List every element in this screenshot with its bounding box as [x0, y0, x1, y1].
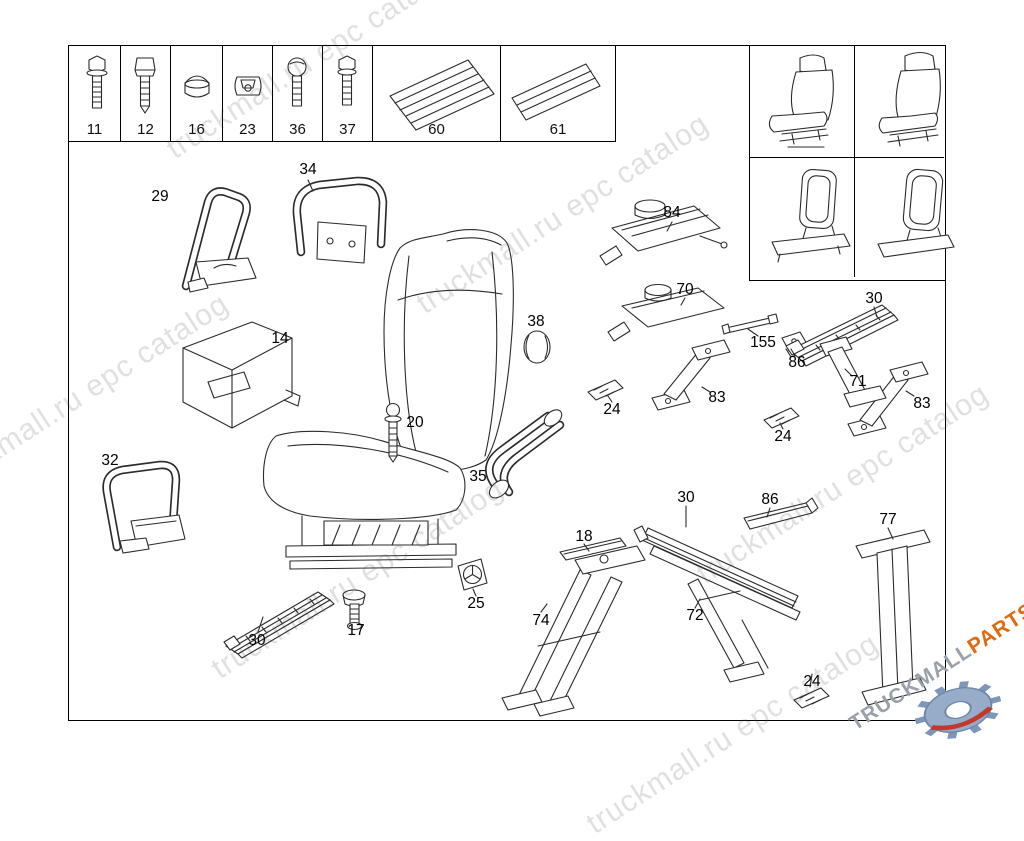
adjuster-70: [607, 283, 725, 342]
spring-clip-nut-icon: [234, 76, 262, 96]
part-callout-72: 72: [686, 607, 704, 624]
part-callout-24-middle: 24: [774, 428, 792, 445]
driver-seat-drawing: [262, 229, 514, 570]
cap-plug-icon: [184, 75, 210, 98]
part-number-label: 16: [188, 121, 205, 138]
part-callout-30-center: 30: [677, 489, 695, 506]
support-leg-71: [819, 336, 887, 408]
support-leg-83-left: [651, 339, 731, 411]
exploded-view-art: [86, 51, 955, 717]
part-callout-29: 29: [151, 188, 169, 205]
part-number-label: 37: [339, 121, 356, 138]
part-callout-14: 14: [271, 330, 289, 347]
grab-handle-32: [102, 460, 186, 554]
part-number-label: 36: [289, 121, 306, 138]
adjuster-84: [599, 199, 728, 266]
fastener-cell-16: 16: [171, 46, 223, 141]
part-callout-84: 84: [663, 204, 681, 221]
leader-lines: [257, 179, 915, 688]
handle-35: [485, 409, 565, 499]
part-callout-155: 155: [750, 334, 776, 351]
support-leg-83-right: [847, 361, 929, 437]
rail-assembly-72: [633, 525, 801, 683]
part-callout-17: 17: [347, 622, 365, 639]
seat-variant-cell-2: [855, 46, 944, 158]
plate-24-c: [793, 687, 830, 709]
part-callout-24-bottom: 24: [803, 673, 821, 690]
grab-handle-34: [292, 176, 388, 264]
support-frame-74: [501, 545, 646, 717]
plate-24-b: [763, 407, 800, 429]
ribbed-cover-rail-icon: [389, 59, 495, 131]
part-callout-30-bottom-left: 30: [248, 632, 266, 649]
part-callout-20: 20: [406, 414, 424, 431]
fastener-cell-11: 11: [69, 46, 121, 141]
bracket-86-center: [743, 497, 819, 530]
screw-20: [384, 402, 402, 463]
part-number-label: 12: [137, 121, 154, 138]
round-head-screw-icon: [287, 57, 307, 107]
seat-variant-cell-3: [750, 158, 855, 277]
emblem-25: [457, 558, 488, 591]
part-callout-18: 18: [575, 528, 593, 545]
fastener-cell-12: 12: [121, 46, 171, 141]
panel-77: [855, 529, 931, 706]
hex-flange-screw-icon: [337, 55, 357, 106]
cover-strip-icon: [511, 63, 601, 121]
seat-frame-a: [771, 169, 851, 263]
part-callout-25: 25: [467, 595, 485, 612]
part-callout-24-left: 24: [603, 401, 621, 418]
fastener-header-row: 11 12 16 23 36 37 60 61: [69, 46, 616, 142]
cover-panel-14: [182, 321, 301, 429]
seat-frame-b: [877, 168, 955, 258]
part-callout-71: 71: [849, 373, 867, 390]
link-rod-155: [721, 313, 779, 335]
part-number-label: 11: [86, 121, 103, 138]
truckmall-gear-icon: [914, 681, 1002, 739]
strip-18: [559, 537, 627, 561]
fastener-cell-23: 23: [223, 46, 273, 141]
part-callout-38: 38: [527, 313, 545, 330]
fastener-cell-37: 37: [323, 46, 373, 141]
part-callout-74: 74: [532, 612, 550, 629]
fastener-cell-61: 61: [501, 46, 616, 141]
grab-handle-29: [181, 187, 257, 293]
part-callout-77: 77: [879, 511, 897, 528]
part-callout-70: 70: [676, 281, 694, 298]
suspension-seat-a: [768, 54, 834, 148]
part-number-label: 60: [428, 121, 445, 138]
rail-30-top-right: [785, 304, 899, 367]
plate-24-a: [587, 379, 624, 401]
part-callout-86-center: 86: [761, 491, 779, 508]
plunger-17: [342, 589, 366, 631]
part-number-label: 61: [549, 121, 567, 138]
part-number-label: 23: [239, 121, 256, 138]
hex-head-bolt-icon: [86, 55, 108, 109]
seat-variant-grid: [749, 46, 945, 281]
part-callout-86-top: 86: [788, 354, 806, 371]
fastener-cell-60: 60: [373, 46, 501, 141]
seat-variant-cell-1: [750, 46, 855, 158]
rail-30-bottom-left: [223, 591, 335, 659]
part-callout-30-top-right: 30: [865, 290, 883, 307]
part-callout-83-left: 83: [708, 389, 726, 406]
part-callout-32: 32: [101, 452, 119, 469]
suspension-seat-b: [878, 51, 941, 147]
part-callout-35: 35: [469, 468, 487, 485]
knob-38: [523, 330, 551, 364]
fastener-cell-36: 36: [273, 46, 323, 141]
flanged-screw-icon: [134, 57, 156, 114]
part-callout-83-right: 83: [913, 395, 931, 412]
part-callout-34: 34: [299, 161, 317, 178]
